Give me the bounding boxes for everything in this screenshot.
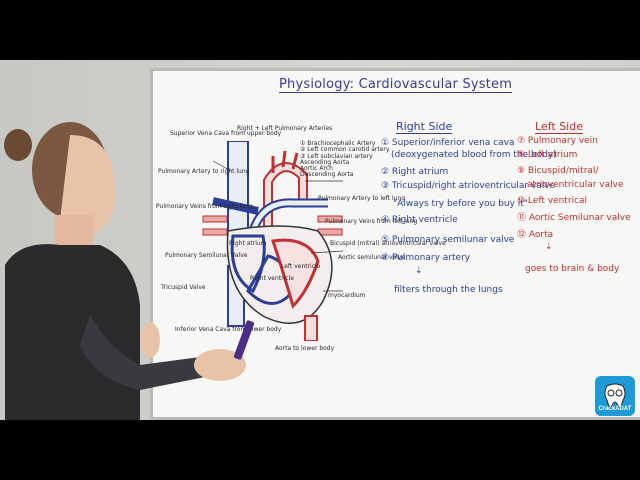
right-step-1: ① Superior/inferior vena cava — [381, 138, 515, 148]
crackadat-logo — [595, 376, 635, 416]
label-branches: ① Brachiocephalic Artery ② Left common c… — [300, 140, 390, 179]
label-rl-pa: Right + Left Pulmonary Arteries — [237, 125, 333, 132]
left-step-12: ⑫ Aorta — [517, 230, 554, 240]
right-step-5: ⑤ Pulmonary semilunar valve — [381, 235, 515, 245]
left-step-7: ⑦ Pulmonary vein — [517, 136, 598, 146]
right-step-1-note: (deoxygenated blood from the body) — [391, 150, 557, 160]
left-footer: goes to brain & body — [525, 264, 620, 274]
label-right-ventricle: Right ventricle — [250, 275, 294, 282]
label-aorta-lower: Aorta to lower body — [275, 345, 335, 352]
right-step-2: ② Right atrium — [381, 167, 449, 177]
label-aortic-sl: Aortic semilunar valve — [338, 254, 406, 261]
label-right-atrium: Right atrium — [229, 240, 267, 247]
board-title: Physiology: Cardiovascular System — [279, 77, 513, 93]
tooth-icon — [604, 383, 626, 409]
left-step-9: ⑨ Bicuspid/mitral/ — [517, 166, 599, 176]
left-arrow: ⇣ — [545, 242, 553, 252]
label-pv-left: Pulmonary Veins from left lung — [325, 218, 418, 225]
logo-text: CrackADAT — [598, 406, 632, 412]
right-footer: filters through the lungs — [394, 285, 503, 295]
presenter — [4, 122, 255, 420]
right-step-6: ⑥ Pulmonary artery — [381, 253, 471, 263]
right-step-3: ③ Tricuspid/right atrioventricular valve — [381, 181, 556, 191]
label-pa-right: Pulmonary Artery to right lung — [158, 168, 250, 175]
left-step-10: ⑩ Left ventrical — [517, 196, 587, 206]
label-svc: Superior Vena Cava from upper body — [170, 130, 282, 137]
label-pulm-sl: Pulmonary Semilunar Valve — [165, 252, 248, 259]
branch-5: Aortic Arch — [300, 165, 333, 173]
branch-2: ② Left common carotid artery — [300, 146, 390, 154]
label-pv-right: Pulmonary Veins from right lung — [156, 203, 253, 210]
branch-3: ③ Left subclavian artery — [300, 152, 373, 160]
label-bicuspid: Bicuspid (mitral) atrioventricular valve — [330, 240, 446, 247]
label-tricuspid: Tricuspid Valve — [161, 284, 206, 291]
heart-diagram — [202, 141, 344, 341]
left-step-9-cont: atrioventricular valve — [527, 180, 624, 190]
label-pa-left: Pulmonary Artery to left lung — [318, 195, 406, 202]
right-step-3-note: "Always try before you buy it" — [393, 199, 528, 209]
label-ivc: Inferior Vena Cava from lower body — [175, 326, 282, 333]
left-step-8: ⑧ Left atrium — [517, 150, 578, 160]
right-step-4: ④ Right ventricle — [381, 215, 458, 225]
left-side-heading: Left Side — [535, 120, 583, 134]
branch-1: ① Brachiocephalic Artery — [300, 140, 376, 147]
right-side-heading: Right Side — [396, 120, 453, 134]
video-frame: Physiology: Cardiovascular System — [0, 60, 640, 420]
left-step-11: ⑪ Aortic Semilunar valve — [517, 213, 631, 223]
label-left-ventricle: Left ventricle — [281, 263, 321, 270]
label-myocardium: myocardium — [328, 292, 366, 299]
right-arrow: ⇣ — [415, 266, 423, 276]
branch-6: Descending Aorta — [300, 171, 354, 179]
branch-4: Ascending Aorta — [300, 158, 350, 166]
